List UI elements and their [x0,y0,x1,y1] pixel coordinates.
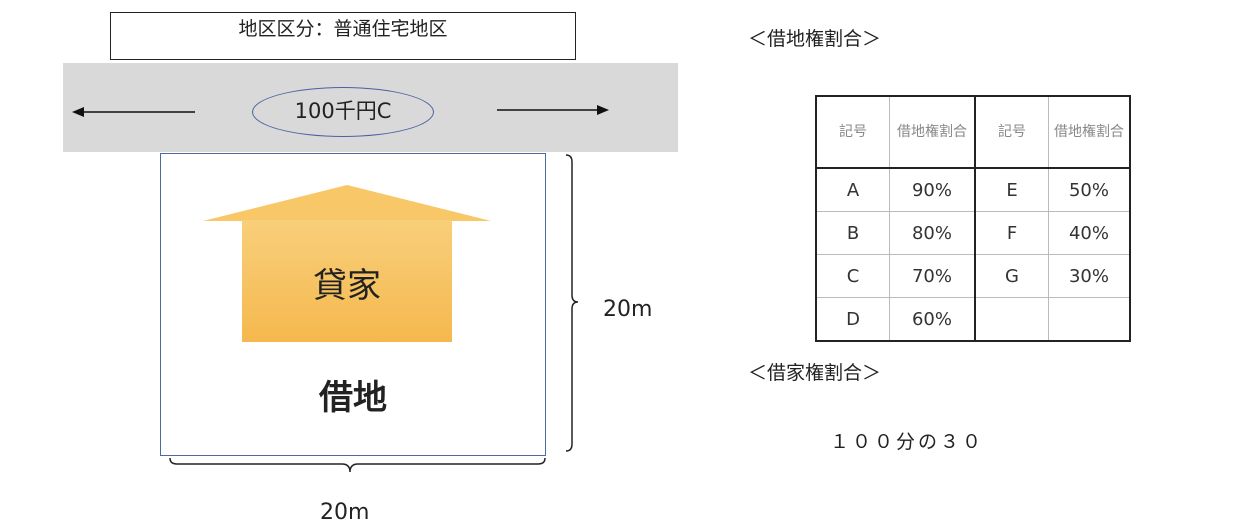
district-label: 地区区分：普通住宅地区 [110,12,576,60]
road-price-oval: 100千円C [252,87,434,137]
frontage-bracket [169,457,546,473]
house-label: 貸家 [242,220,452,342]
cell: 60% [889,297,976,342]
cell: 80% [889,211,976,255]
header-symbol: 記号 [974,95,1049,169]
depth-label: 20m [603,297,653,322]
house-right-title: ＜借家権割合＞ [748,362,882,384]
cell: D [815,297,890,342]
cell: E [974,167,1049,212]
arrows-brackets [72,105,609,473]
cell: G [974,254,1049,298]
cell: C [815,254,890,298]
cell: 70% [889,254,976,298]
land-label: 借地 [319,378,387,418]
frontage-label: 20m [320,500,370,525]
header-symbol: 記号 [815,95,890,169]
cell [1048,297,1131,342]
cell: B [815,211,890,255]
depth-bracket [565,154,579,452]
house-right-value: １００分の３０ [830,431,985,453]
cell [974,297,1049,342]
land-right-title: ＜借地権割合＞ [748,28,882,50]
cell: 30% [1048,254,1131,298]
cell: A [815,167,890,212]
left-arrow-icon [72,107,195,117]
house-roof [203,185,491,221]
cell: 50% [1048,167,1131,212]
header-ratio: 借地権割合 [1048,95,1131,169]
right-arrow-icon [497,105,609,115]
cell: F [974,211,1049,255]
cell: 40% [1048,211,1131,255]
header-ratio: 借地権割合 [889,95,976,169]
cell: 90% [889,167,976,212]
